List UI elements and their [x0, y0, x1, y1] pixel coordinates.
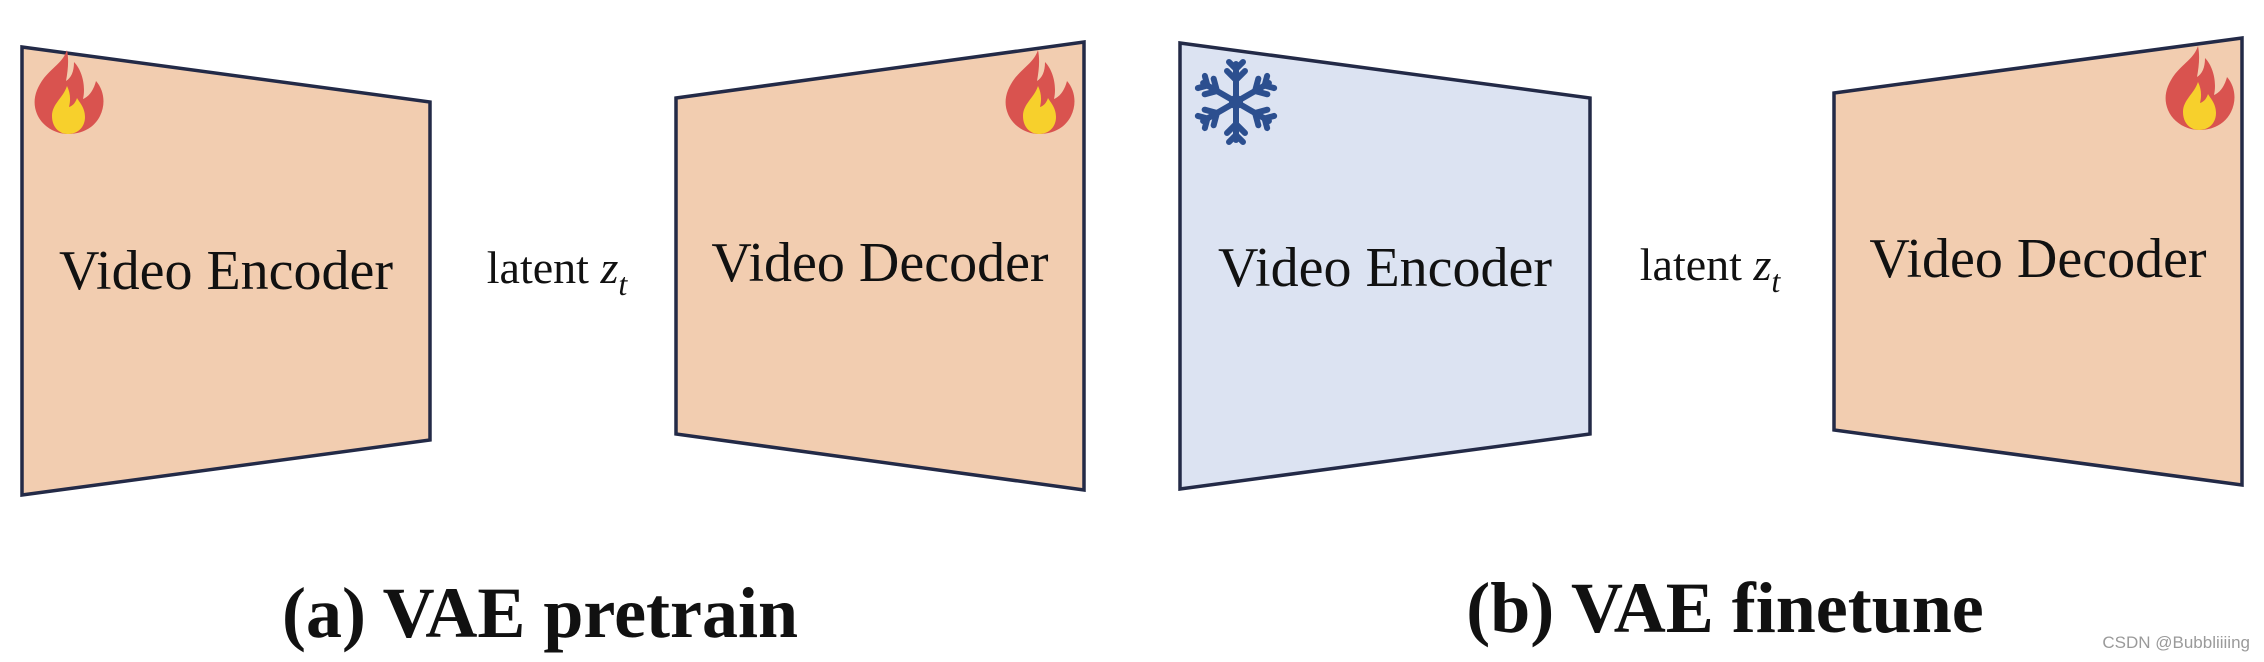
latent-subscript: t: [1771, 263, 1781, 299]
panel-a: Video Encoder latent zt Video Decoder (a…: [20, 39, 1086, 653]
latent-variable: z: [1752, 239, 1771, 290]
latent-subscript: t: [618, 266, 628, 302]
panel-a-decoder: Video Decoder: [674, 39, 1086, 493]
latent-label: latent zt: [487, 242, 629, 302]
decoder-label: Video Decoder: [711, 232, 1049, 294]
watermark: CSDN @Bubbliiiing: [2102, 633, 2250, 652]
panel-a-encoder: Video Encoder: [20, 44, 432, 498]
panel-b: Video Encoder latent zt Video Decoder (b…: [1178, 35, 2244, 648]
encoder-label: Video Encoder: [59, 240, 393, 302]
decoder-label: Video Decoder: [1869, 228, 2207, 290]
encoder-trapezoid: [1178, 40, 1592, 492]
panel-b-caption: (b) VAE finetune: [1466, 568, 1983, 648]
encoder-label: Video Encoder: [1218, 237, 1552, 299]
encoder-trapezoid: [20, 44, 432, 498]
panel-a-caption: (a) VAE pretrain: [282, 573, 798, 653]
decoder-trapezoid: [1832, 35, 2244, 488]
panel-b-encoder: Video Encoder: [1178, 40, 1592, 492]
decoder-trapezoid: [674, 39, 1086, 493]
panel-b-decoder: Video Decoder: [1832, 35, 2244, 488]
latent-label: latent zt: [1640, 239, 1782, 299]
latent-variable: z: [599, 242, 618, 293]
latent-word: latent: [1640, 239, 1742, 290]
latent-word: latent: [487, 242, 589, 293]
